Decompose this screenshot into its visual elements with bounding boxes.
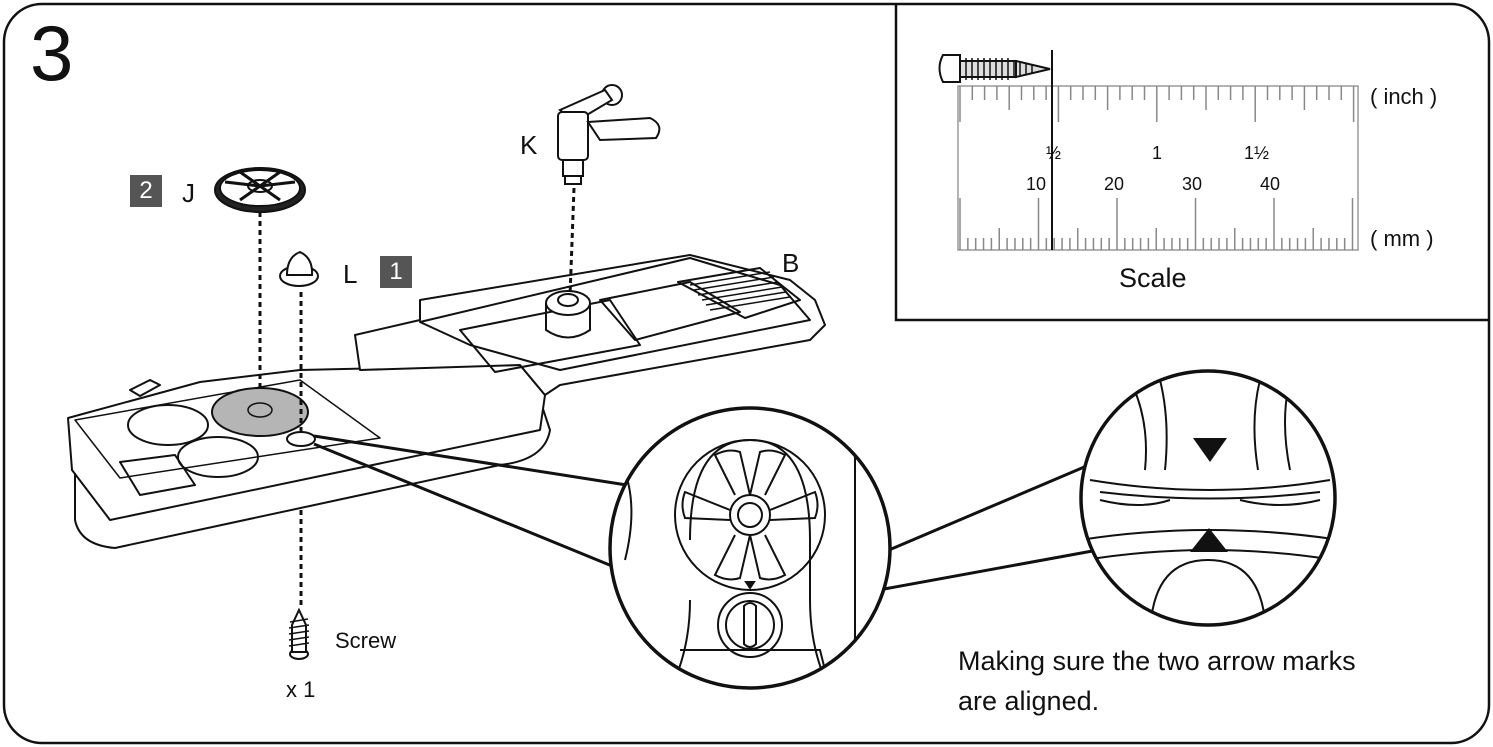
scale-caption: Scale [1119, 263, 1187, 293]
alignment-note-line1: Making sure the two arrow marks [958, 646, 1356, 676]
ruler [957, 50, 1359, 251]
mm-unit-label: ( mm ) [1370, 226, 1434, 251]
mm-label: 40 [1260, 174, 1281, 194]
scale-box [894, 5, 1488, 322]
lever-part-k [557, 84, 661, 185]
scale-screw-icon [938, 54, 1051, 83]
part-k-label: K [520, 130, 538, 160]
screw-label: Screw [335, 628, 397, 653]
screw-quantity: x 1 [286, 677, 316, 702]
inch-label: ½ [1046, 143, 1062, 163]
screw-hole [286, 431, 316, 447]
alignment-note-line2: are aligned. [958, 686, 1100, 716]
inch-label: 1½ [1244, 143, 1270, 163]
magnified-view-arrows [1079, 369, 1337, 627]
arrow-mark-up-icon [1190, 528, 1228, 552]
badge-l: 1 [380, 256, 412, 288]
knob-part-l [279, 250, 319, 287]
part-j-label: J [182, 178, 195, 208]
part-b-label: B [782, 248, 800, 278]
mm-label: 30 [1182, 174, 1203, 194]
arrow-mark-down-icon [1193, 438, 1227, 462]
mm-label: 20 [1104, 174, 1125, 194]
wheel-part-j [214, 167, 306, 213]
inch-unit-label: ( inch ) [1370, 84, 1438, 109]
part-l-label: L [343, 259, 358, 289]
guide-lines [258, 187, 576, 605]
magnified-view-wheel [608, 406, 892, 690]
mounting-disc [211, 387, 309, 437]
mm-label: 10 [1026, 174, 1047, 194]
screw-icon [288, 607, 310, 660]
inch-label: 1 [1152, 143, 1163, 163]
badge-j: 2 [130, 175, 162, 207]
step-number: 3 [30, 9, 74, 97]
